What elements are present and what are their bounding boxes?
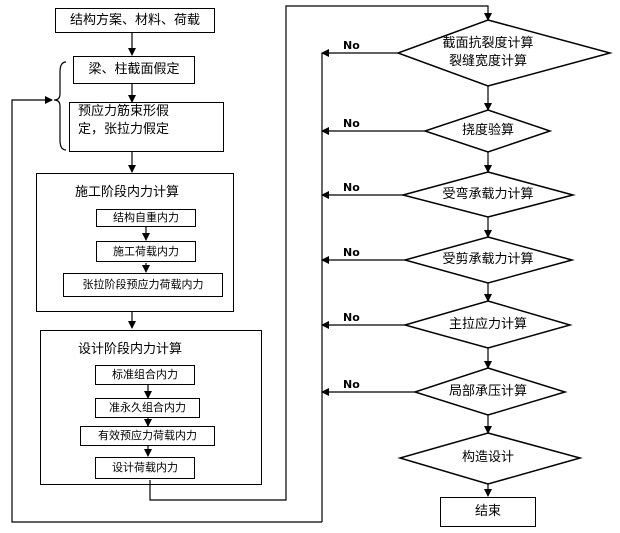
step-tendon-assumption: 预应力筋束形假 定，张拉力假定 xyxy=(69,102,224,152)
design-stage-title: 设计阶段内力计算 xyxy=(78,342,183,357)
brace xyxy=(53,61,67,151)
check-detailing: 构造设计 xyxy=(461,450,514,465)
construction-stage-title: 施工阶段内力计算 xyxy=(75,185,180,200)
diamond-bearing xyxy=(412,367,568,416)
design-item-effective-prestress: 有效预应力荷载内力 xyxy=(80,426,215,446)
check-shear: 受剪承载力计算 xyxy=(442,252,534,267)
check-flexure: 受弯承载力计算 xyxy=(442,187,534,202)
step-section-assumption: 梁、柱截面假定 xyxy=(73,56,195,84)
no-label-flexure: No xyxy=(343,181,360,194)
design-stage-group xyxy=(40,330,262,485)
design-item-standard-combination: 标准组合内力 xyxy=(95,365,195,385)
no-label-bearing: No xyxy=(343,378,360,391)
connector-to-crack-check xyxy=(149,5,492,501)
construction-item-construction-load: 施工荷载内力 xyxy=(96,241,196,262)
end-box: 结束 xyxy=(440,497,536,527)
no-label-deflection: No xyxy=(343,117,360,130)
diamond-deflection xyxy=(422,109,553,153)
no-label-crack: No xyxy=(343,39,360,52)
diamond-shear xyxy=(402,236,575,284)
no-label-principal: No xyxy=(343,311,360,324)
feedback-loop-line xyxy=(11,96,322,523)
construction-item-prestress-load: 张拉阶段预应力荷载内力 xyxy=(63,273,223,297)
check-deflection: 挠度验算 xyxy=(461,123,514,138)
diamond-flexure xyxy=(400,171,576,218)
construction-stage-group xyxy=(36,173,234,312)
step-scheme-material-load: 结构方案、材料、荷载 xyxy=(55,8,215,33)
construction-item-self-weight: 结构自重内力 xyxy=(96,209,196,227)
no-label-shear: No xyxy=(343,246,360,259)
check-principal-stress: 主拉应力计算 xyxy=(448,317,527,332)
design-item-design-load: 设计荷载内力 xyxy=(95,457,195,479)
design-item-quasi-permanent: 准永久组合内力 xyxy=(95,398,200,418)
check-local-bearing: 局部承压计算 xyxy=(448,384,527,399)
check-crack: 截面抗裂度计算 裂缝宽度计算 xyxy=(442,36,534,69)
diamond-crack xyxy=(395,19,613,87)
diamond-detailing xyxy=(397,432,583,485)
diamond-principal xyxy=(402,300,573,349)
